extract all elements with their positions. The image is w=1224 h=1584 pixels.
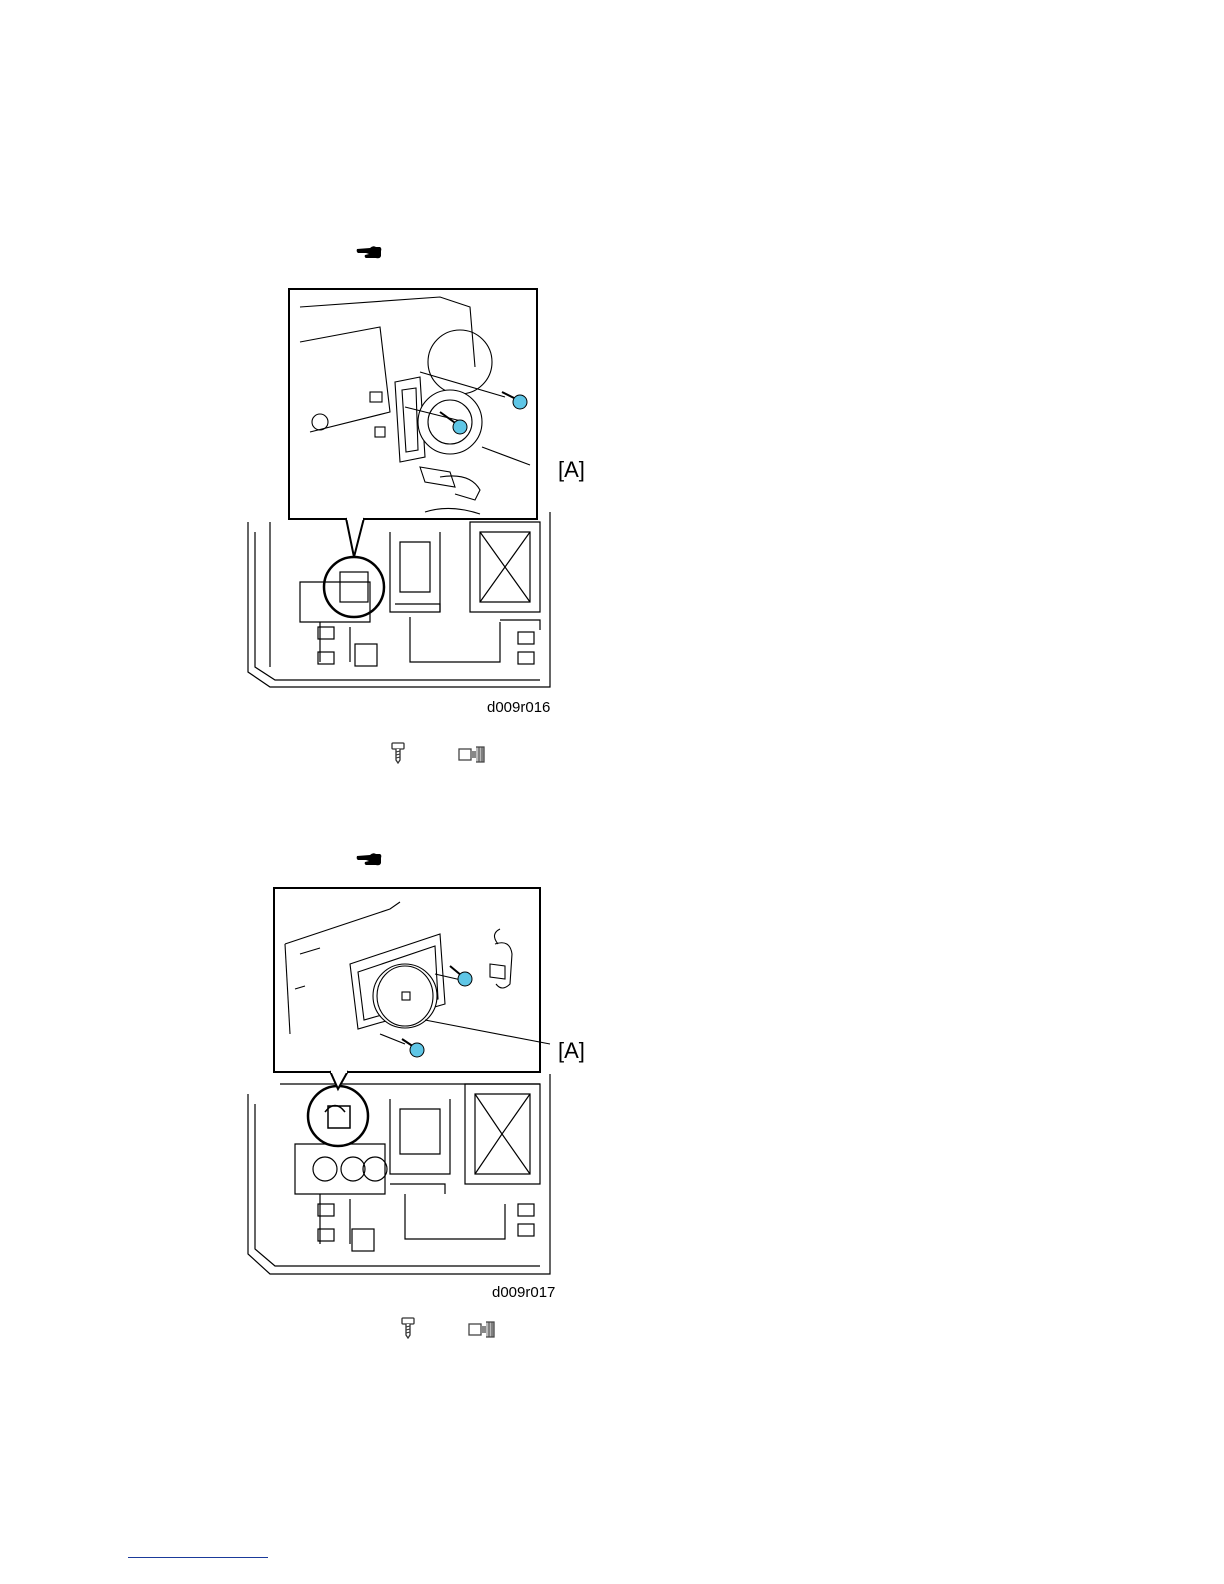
connector-icon bbox=[468, 1319, 496, 1339]
screw-icon bbox=[390, 742, 406, 764]
figure-id: d009r016 bbox=[487, 699, 550, 716]
connector-icon bbox=[458, 744, 486, 764]
footer-rule bbox=[128, 1557, 268, 1558]
callout-label-a: [A] bbox=[558, 457, 585, 483]
figure-motor-removal-1: [A] bbox=[240, 282, 610, 702]
screw-icon bbox=[400, 1317, 416, 1339]
callout-label-a: [A] bbox=[558, 1038, 585, 1064]
figure-motor-removal-2: [A] bbox=[240, 884, 610, 1284]
pointing-hand-icon bbox=[356, 851, 382, 867]
pointing-hand-icon bbox=[356, 244, 382, 260]
figure-id: d009r017 bbox=[492, 1284, 555, 1301]
